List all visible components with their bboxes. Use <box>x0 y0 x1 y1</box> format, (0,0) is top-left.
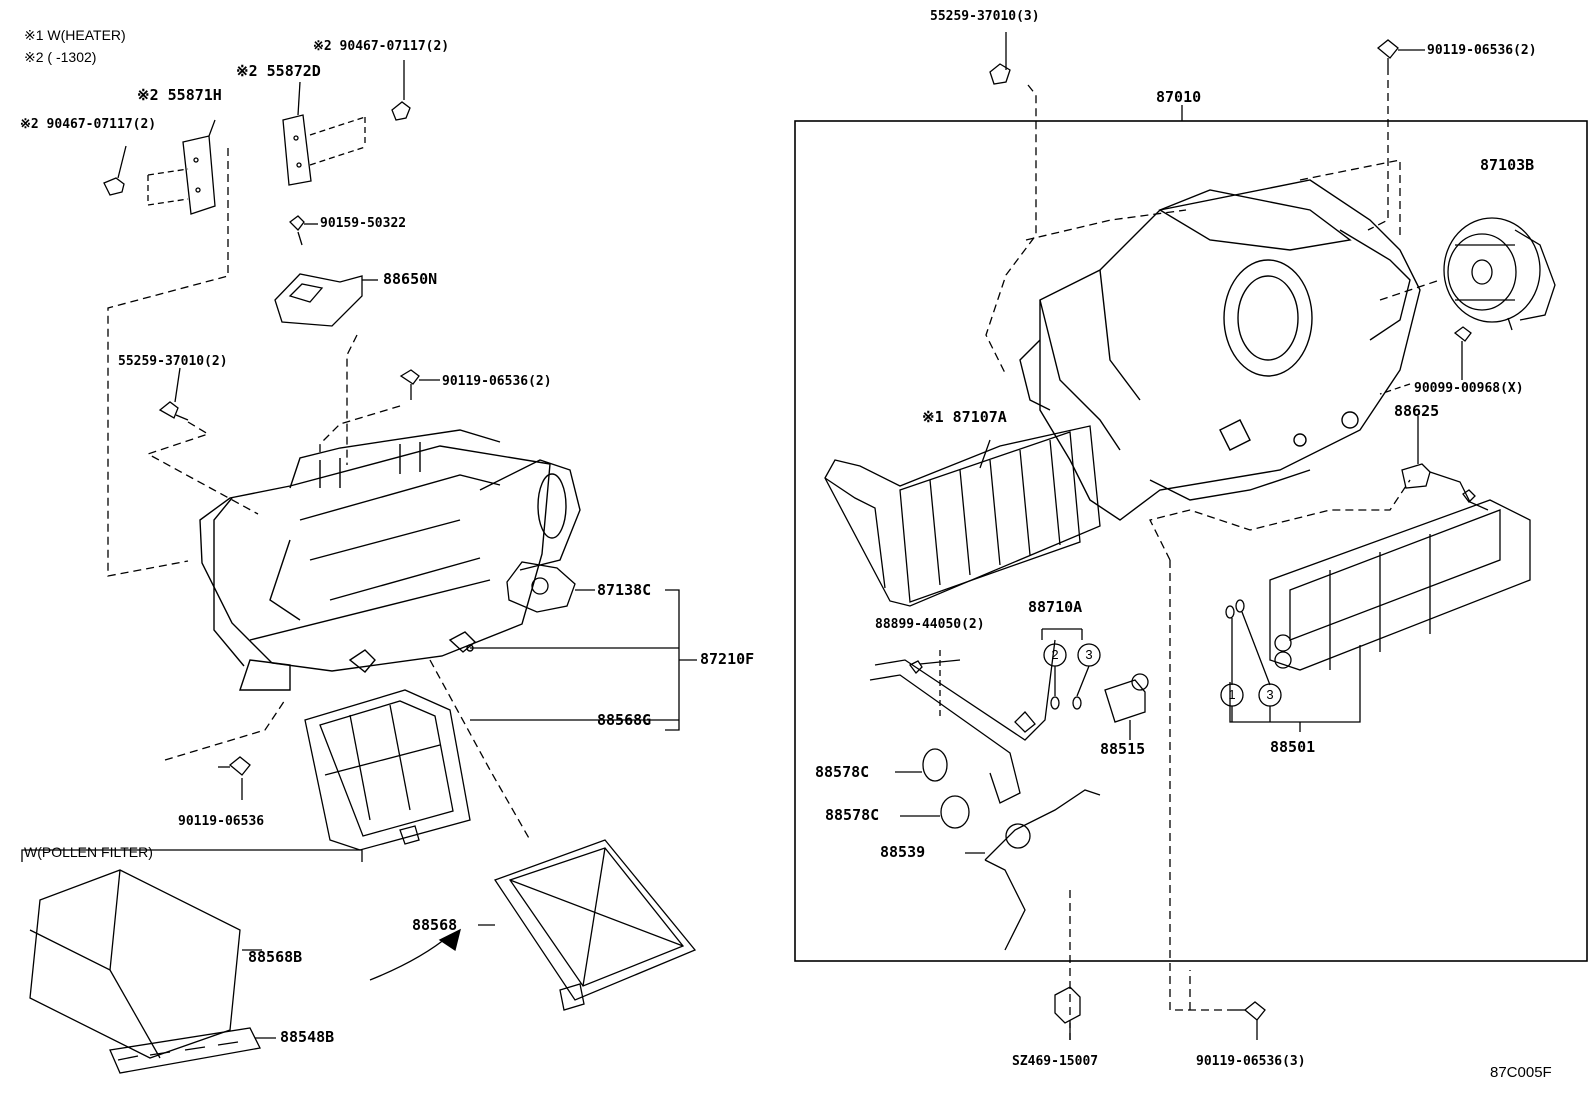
resistor-88650N <box>274 273 378 465</box>
sensor-88625 <box>1401 416 1489 511</box>
callout-3-evaporator: 3 <box>1266 687 1274 702</box>
label-88568G: 88568G <box>597 711 652 729</box>
screw-90119-mid <box>319 369 440 456</box>
label-88625: 88625 <box>1394 402 1440 420</box>
label-87103B: 87103B <box>1480 156 1535 174</box>
label-55871H: ※2 55871H <box>137 86 222 104</box>
label-88548B: 88548B <box>280 1028 335 1046</box>
cushion-88578C-a <box>895 748 948 782</box>
callout-1-evaporator: 1 <box>1228 687 1236 702</box>
label-90119-06536-2-mid: 90119-06536(2) <box>442 374 552 389</box>
label-55872D: ※2 55872D <box>236 62 321 80</box>
filter-88568B <box>29 869 262 1059</box>
bracket-55871H <box>147 119 216 215</box>
label-88515: 88515 <box>1100 740 1146 758</box>
filter-88568 <box>478 839 697 1011</box>
label-88650N: 88650N <box>383 270 438 288</box>
drain-hose-88539 <box>965 789 1101 951</box>
pipe-88710A <box>869 628 1083 804</box>
screw-90119-bottom-left <box>164 699 286 800</box>
screw-55259-top <box>985 32 1037 376</box>
label-SZ469-15007: SZ469-15007 <box>1012 1054 1099 1069</box>
screw-90119-top <box>1367 39 1425 231</box>
heater-core-87107A <box>824 425 1101 607</box>
label-90467-07117-a: ※2 90467-07117(2) <box>313 39 450 54</box>
label-87210F: 87210F <box>700 650 755 668</box>
label-55259-37010-2: 55259-37010(2) <box>118 354 228 369</box>
bracket-55872D <box>282 81 366 186</box>
note-heater: ※1 W(HEATER) <box>24 27 126 43</box>
label-88568B: 88568B <box>248 948 303 966</box>
blower-housing-87210F <box>199 429 581 691</box>
label-90099-00968-X: 90099-00968(X) <box>1414 381 1524 396</box>
expansion-valve-88515 <box>1104 673 1149 740</box>
label-87010: 87010 <box>1156 88 1202 106</box>
diagram-code: 87C005F <box>1490 1064 1552 1081</box>
frame-88548B <box>109 1027 276 1074</box>
screw-90119-bottom-right <box>1169 560 1266 1040</box>
clip-90467-left <box>103 145 127 196</box>
label-88578C-a: 88578C <box>815 763 870 781</box>
blower-motor-87103B <box>1379 217 1556 331</box>
bolt-88899 <box>909 659 961 674</box>
filter-88568G <box>304 689 679 851</box>
clip-90467-right <box>391 60 411 121</box>
label-90119-06536-3: 90119-06536(3) <box>1196 1054 1306 1069</box>
servo-87138C <box>506 561 595 613</box>
label-88568: 88568 <box>412 916 458 934</box>
sensor-SZ469 <box>1054 986 1081 1040</box>
case-main <box>1019 179 1421 521</box>
oring-callouts <box>1043 643 1101 710</box>
label-90159-50322: 90159-50322 <box>320 216 407 231</box>
label-88710A: 88710A <box>1028 598 1083 616</box>
screw-55259-left <box>146 367 259 515</box>
assembly-87010-frame <box>794 120 1588 962</box>
label-88539: 88539 <box>880 843 926 861</box>
label-90467-07117-b: ※2 90467-07117(2) <box>20 117 157 132</box>
note-date-range: ※2 ( ‑1302) <box>24 49 97 65</box>
label-87107A: ※1 87107A <box>922 408 1007 426</box>
evaporator-88501 <box>1229 499 1531 732</box>
label-55259-37010-3: 55259-37010(3) <box>930 9 1040 24</box>
label-pollen-filter: W(POLLEN FILTER) <box>24 844 153 860</box>
cushion-88578C-b <box>900 795 970 829</box>
orings-88501 <box>1220 599 1282 722</box>
label-90119-06536: 90119-06536 <box>178 814 265 829</box>
label-88899-44050-2: 88899-44050(2) <box>875 617 985 632</box>
callout-3-pipe: 3 <box>1085 647 1093 662</box>
arrow-upgrade <box>369 928 461 981</box>
callout-2-pipe: 2 <box>1051 647 1059 662</box>
label-88578C-b: 88578C <box>825 806 880 824</box>
label-90119-06536-2-top: 90119-06536(2) <box>1427 43 1537 58</box>
label-88501: 88501 <box>1270 738 1316 756</box>
screw-90099 <box>1453 326 1472 380</box>
label-87138C: 87138C <box>597 581 652 599</box>
screw-90159 <box>289 215 318 246</box>
